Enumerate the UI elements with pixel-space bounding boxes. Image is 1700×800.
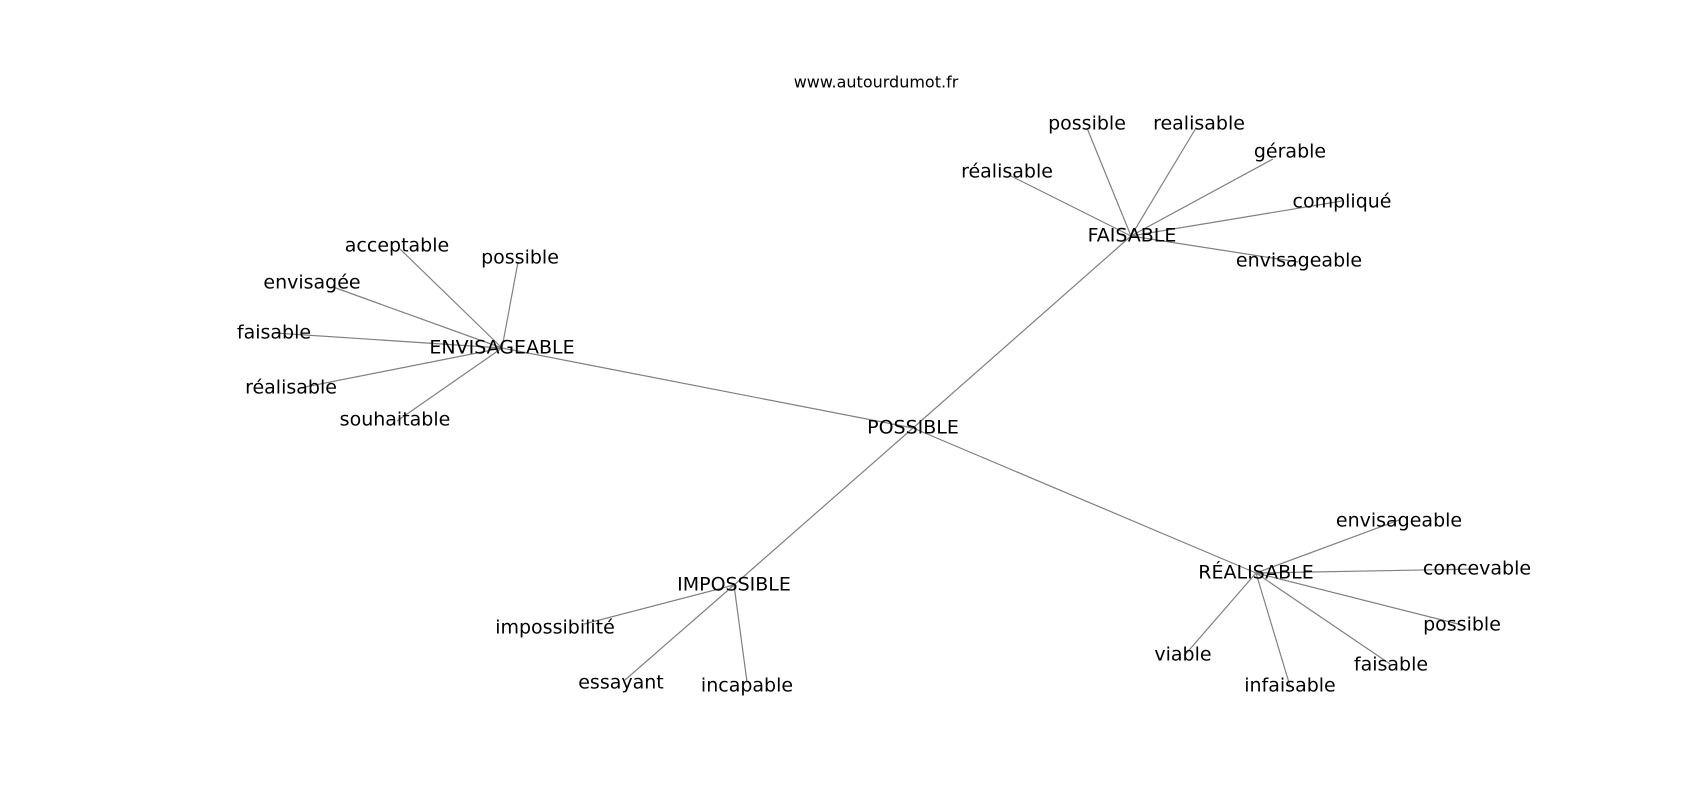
node-leaf-realisable-viable[interactable]: viable [1154,644,1211,666]
edge-impossible-leaf-0 [583,584,735,625]
edge-realisable-leaf-5 [1183,572,1257,657]
watermark-text[interactable]: www.autourdumot.fr [794,73,959,92]
node-leaf-envisageable-envisagee[interactable]: envisagée [263,272,360,294]
graph-labels: POSSIBLE FAISABLE ENVISAGEABLE IMPOSSIBL… [237,113,1531,697]
edge-realisable-leaf-1 [1255,568,1478,574]
edge-envisageable-leaf-2 [332,286,503,349]
edge-center-envisageable [501,347,914,429]
edge-faisable-leaf-5 [1130,235,1299,263]
graph-edges [274,127,1478,687]
node-leaf-envisageable-souhaitable[interactable]: souhaitable [340,409,451,431]
edge-faisable-leaf-4 [1130,200,1343,237]
node-leaf-faisable-realisable[interactable]: réalisable [961,161,1053,183]
node-center-possible[interactable]: POSSIBLE [867,417,959,439]
node-leaf-realisable-faisable[interactable]: faisable [1354,654,1428,676]
node-leaf-faisable-envisageable[interactable]: envisageable [1236,250,1362,272]
edge-envisageable-leaf-1 [501,261,519,349]
edge-realisable-leaf-2 [1255,572,1463,626]
edge-faisable-leaf-1 [1086,127,1132,237]
node-leaf-impossible-essayant[interactable]: essayant [578,672,664,694]
edge-envisageable-leaf-0 [399,248,503,349]
node-branch-faisable[interactable]: FAISABLE [1088,225,1177,247]
node-leaf-realisable-envisageable[interactable]: envisageable [1336,510,1462,532]
node-leaf-faisable-possible[interactable]: possible [1048,113,1126,135]
node-leaf-realisable-infaisable[interactable]: infaisable [1244,675,1336,697]
node-leaf-envisageable-acceptable[interactable]: acceptable [345,235,449,257]
edge-impossible-leaf-1 [624,584,735,681]
node-leaf-envisageable-realisable[interactable]: réalisable [245,377,337,399]
edge-realisable-leaf-4 [1255,572,1291,687]
node-leaf-impossible-impossibilite[interactable]: impossibilité [495,617,615,639]
edge-faisable-leaf-3 [1130,158,1274,237]
edge-realisable-leaf-3 [1255,572,1391,665]
node-leaf-realisable-concevable[interactable]: concevable [1423,558,1531,580]
edge-center-impossible [733,427,914,586]
edge-envisageable-leaf-5 [396,347,503,422]
node-leaf-envisageable-possible[interactable]: possible [481,247,559,269]
node-leaf-faisable-complique[interactable]: compliqué [1293,191,1392,213]
edge-faisable-leaf-0 [1008,174,1132,237]
edge-faisable-leaf-2 [1130,127,1197,237]
node-branch-impossible[interactable]: IMPOSSIBLE [677,574,791,596]
node-branch-envisageable[interactable]: ENVISAGEABLE [429,337,574,359]
edge-impossible-leaf-2 [733,584,748,683]
node-leaf-faisable-gerable[interactable]: gérable [1254,141,1326,163]
edge-envisageable-leaf-3 [274,332,503,349]
edge-center-faisable [912,235,1132,429]
node-leaf-impossible-incapable[interactable]: incapable [701,675,793,697]
node-leaf-faisable-realisable-2[interactable]: realisable [1153,113,1245,135]
node-branch-realisable[interactable]: RÉALISABLE [1198,561,1313,584]
edge-center-realisable [912,427,1257,574]
edge-envisageable-leaf-4 [299,347,503,389]
node-leaf-envisageable-faisable[interactable]: faisable [237,322,311,344]
node-leaf-realisable-possible[interactable]: possible [1423,614,1501,636]
edge-realisable-leaf-0 [1255,519,1400,574]
